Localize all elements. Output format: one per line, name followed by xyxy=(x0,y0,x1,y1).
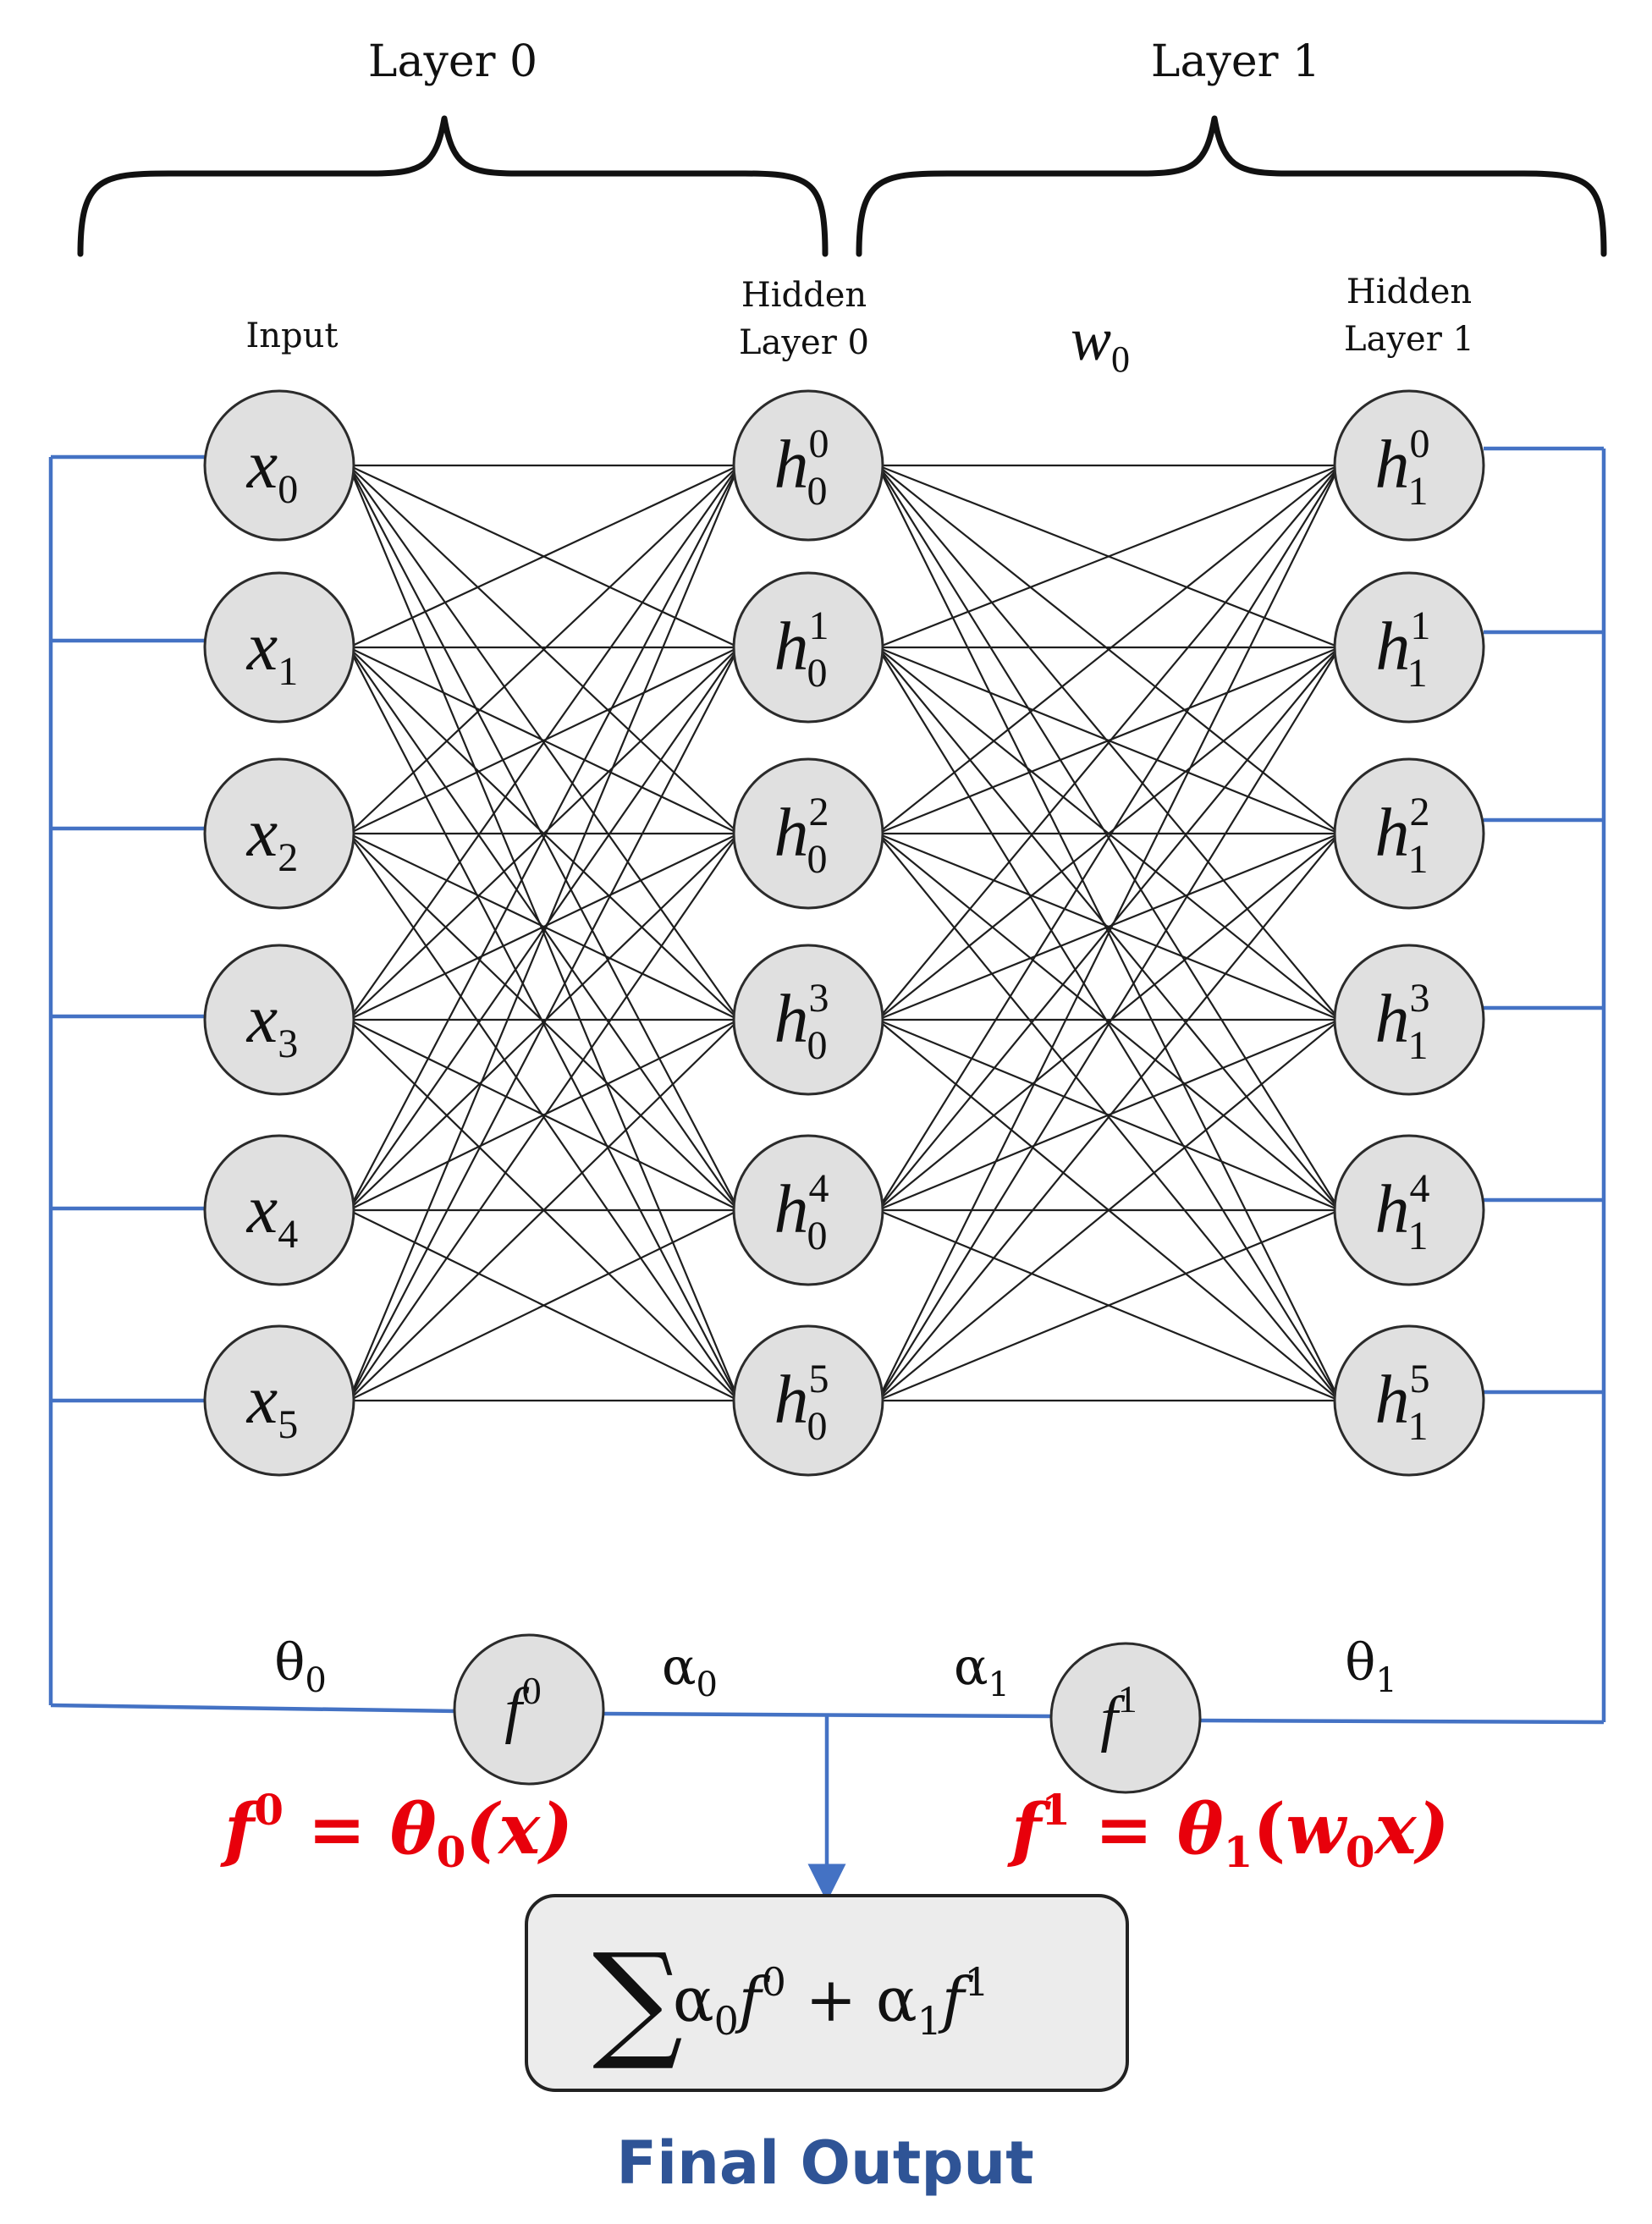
input-node xyxy=(203,1324,355,1477)
connection-line xyxy=(348,465,740,1021)
hidden1-node xyxy=(1333,571,1485,724)
connection-line xyxy=(877,833,1341,1401)
layer1-brace xyxy=(856,115,1607,257)
connection-line xyxy=(347,465,741,1401)
weight-w0-label: w0 xyxy=(1071,306,1130,380)
connection-line xyxy=(348,1019,740,1211)
connection-line xyxy=(877,1019,1341,1401)
alpha0-label: α0 xyxy=(662,1638,718,1704)
connection-line xyxy=(877,832,1341,1021)
connection-line xyxy=(348,465,740,648)
connection-line xyxy=(877,1208,1341,1402)
hidden1-node xyxy=(1333,944,1485,1096)
connection-line xyxy=(348,1209,740,1401)
input-label: Input xyxy=(245,317,338,355)
connection-line xyxy=(348,647,740,1211)
f0-node-label: f0 xyxy=(504,1669,542,1745)
input-node xyxy=(203,571,355,724)
hidden0-node xyxy=(732,389,884,542)
input-node-label: x2 xyxy=(246,794,298,880)
hidden0-node xyxy=(732,757,884,910)
connection-line xyxy=(877,833,1341,1211)
connection-line xyxy=(348,833,740,1401)
sigma-symbol: ∑ xyxy=(592,1927,683,2074)
connection-line xyxy=(348,833,740,1211)
connection-line xyxy=(877,647,1341,1021)
hidden1-label-line2: Layer 1 xyxy=(1344,320,1474,359)
hidden1-node xyxy=(1333,757,1485,910)
hidden0-label-line2: Layer 0 xyxy=(739,323,869,362)
hidden0-node xyxy=(732,944,884,1096)
f0-node xyxy=(453,1633,605,1786)
sum-box xyxy=(525,1894,1129,2092)
input-node-label: x1 xyxy=(246,608,298,694)
connection-line xyxy=(348,465,740,834)
final-output-label: Final Output xyxy=(616,2128,1033,2198)
f1-node xyxy=(1049,1642,1202,1794)
formula-f0: f0 = θ0(x) xyxy=(220,1785,573,1877)
connection-line xyxy=(348,1019,740,1401)
input-node xyxy=(203,389,355,542)
connection-line xyxy=(877,646,1341,835)
theta0-line xyxy=(50,1703,458,1714)
connection-line xyxy=(348,833,740,1021)
alpha1-label: α1 xyxy=(954,1638,1010,1704)
input-node xyxy=(203,1134,355,1286)
hidden1-node xyxy=(1333,1324,1485,1477)
connection-line xyxy=(877,464,1341,649)
connection-line xyxy=(877,465,1341,1021)
formula-f1: f1 = θ1(w0x) xyxy=(1007,1785,1449,1877)
connection-line xyxy=(877,465,1341,1401)
connection-line xyxy=(348,647,740,834)
connection-line xyxy=(877,465,1341,834)
hidden1-node xyxy=(1333,1134,1485,1286)
connections-group xyxy=(347,464,1341,1402)
bypass-lines-group xyxy=(48,446,1606,1902)
connection-line xyxy=(348,647,740,1401)
theta0-label: θ0 xyxy=(274,1633,327,1700)
hidden0-node xyxy=(732,1324,884,1477)
hidden0-node xyxy=(732,1134,884,1286)
hidden1-label-line1: Hidden xyxy=(1346,272,1472,311)
hidden0-label-line1: Hidden xyxy=(741,276,867,315)
hidden0-node xyxy=(732,571,884,724)
sum-expression: α0f0 + α1f1 xyxy=(673,1959,989,2044)
input-node-label: x4 xyxy=(246,1170,298,1257)
input-node-label: x3 xyxy=(246,980,298,1066)
input-node xyxy=(203,944,355,1096)
connection-line xyxy=(877,1018,1341,1212)
input-node xyxy=(203,757,355,910)
connection-line xyxy=(348,647,740,1021)
layer1-label: Layer 1 xyxy=(1151,36,1320,87)
layer0-brace xyxy=(77,115,829,257)
connection-line xyxy=(348,465,740,1211)
connection-line xyxy=(877,647,1341,1211)
connection-line xyxy=(877,465,1341,1211)
input-node-label: x5 xyxy=(246,1361,298,1447)
theta1-label: θ1 xyxy=(1345,1633,1397,1700)
hidden1-node xyxy=(1333,389,1485,542)
theta1-line xyxy=(1199,1718,1605,1725)
layer0-label: Layer 0 xyxy=(368,36,537,87)
connection-line xyxy=(877,647,1341,1401)
input-node-label: x0 xyxy=(246,426,298,512)
